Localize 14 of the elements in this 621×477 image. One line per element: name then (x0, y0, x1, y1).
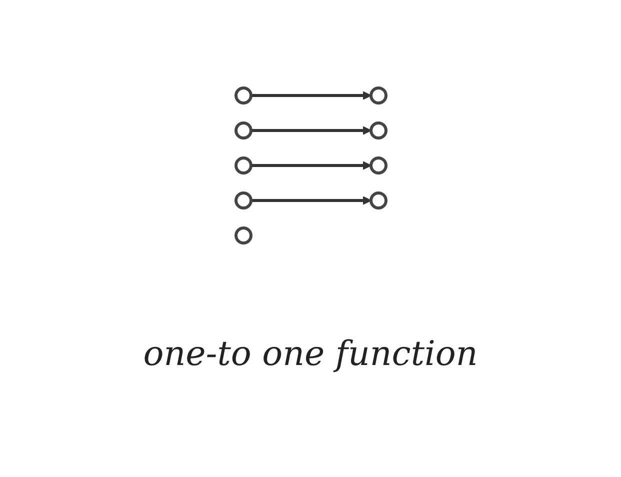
node-circle (234, 191, 252, 209)
node-circle (369, 86, 387, 104)
node-circle (369, 121, 387, 139)
node-circle (369, 156, 387, 174)
node-circle (234, 121, 252, 139)
arrow (250, 90, 371, 100)
arrow (250, 126, 371, 134)
arrow (250, 196, 371, 204)
node-circle (234, 226, 252, 244)
node-circle (369, 191, 387, 209)
node-circle (234, 86, 252, 104)
node-circle (234, 156, 252, 174)
arrow (250, 160, 371, 170)
handwritten-caption: one-to one function (143, 334, 478, 374)
